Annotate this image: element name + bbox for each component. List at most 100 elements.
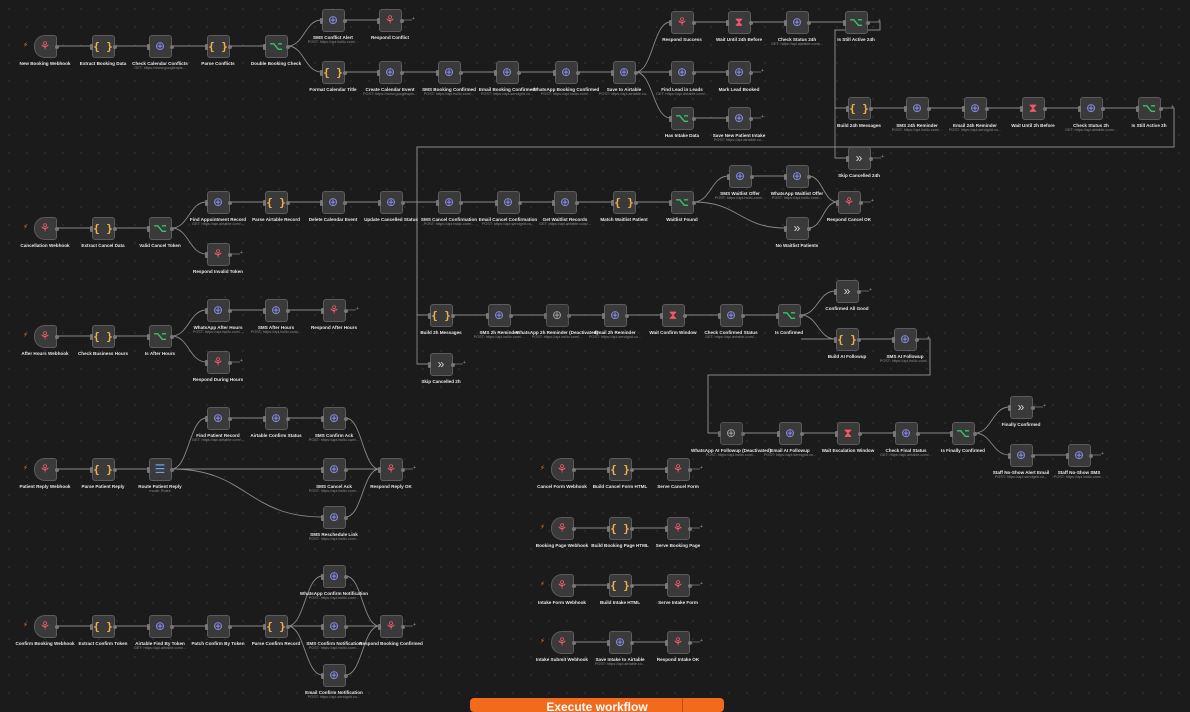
output-handle[interactable] (343, 308, 348, 313)
input-handle[interactable] (262, 415, 266, 422)
output-handle[interactable] (856, 337, 861, 342)
output-handle[interactable] (285, 200, 290, 205)
output-handle[interactable] (1100, 106, 1105, 111)
input-handle[interactable] (783, 19, 787, 26)
output-handle[interactable] (629, 583, 634, 588)
node-parse-patient-reply[interactable]: { } (89, 457, 117, 481)
node-sms-ai-followup[interactable]: ⊕ (891, 327, 919, 351)
input-handle[interactable] (89, 333, 93, 340)
node-route-patient-reply[interactable]: ☰ (146, 457, 174, 481)
input-handle[interactable] (1007, 404, 1011, 411)
node-respond-success[interactable]: ⚘ (668, 10, 696, 34)
node-skip-cancelled-2h[interactable]: » (427, 352, 455, 376)
output-handle[interactable] (687, 467, 692, 472)
output-handle[interactable] (571, 640, 576, 645)
node-build-cancel-form-html[interactable]: { } (606, 457, 634, 481)
output-handle[interactable] (799, 431, 804, 436)
input-handle[interactable] (427, 312, 431, 319)
output-handle[interactable] (566, 313, 571, 318)
node-respond-booking-confirmed[interactable]: ⚘ (377, 614, 405, 638)
input-handle[interactable] (320, 307, 324, 314)
input-handle[interactable] (319, 199, 323, 206)
input-handle[interactable] (435, 199, 439, 206)
execute-workflow-button[interactable]: Execute workflow (470, 698, 724, 712)
input-handle[interactable] (262, 199, 266, 206)
input-handle[interactable] (776, 430, 780, 437)
connection-n41-n42[interactable] (693, 175, 729, 203)
output-handle[interactable] (285, 624, 290, 629)
connection-n31-n32[interactable] (171, 201, 207, 229)
node-build-24h-messages[interactable]: { } (845, 96, 873, 120)
node-check-confirmed-status[interactable]: ⊕ (717, 303, 745, 327)
node-find-lead-in-leads[interactable]: ⊕ (668, 60, 696, 84)
output-handle[interactable] (748, 70, 753, 75)
output-handle[interactable] (285, 44, 290, 49)
output-handle[interactable] (458, 70, 463, 75)
connection-n41-n45[interactable] (693, 201, 786, 229)
input-handle[interactable] (668, 115, 672, 122)
node-no-waitlist-patients[interactable]: » (783, 216, 811, 240)
output-handle[interactable] (54, 44, 59, 49)
output-handle[interactable] (227, 416, 232, 421)
node-wait-confirm-window[interactable]: ⧗ (659, 303, 687, 327)
node-find-patient-record[interactable]: ⊕ (204, 406, 232, 430)
output-handle[interactable] (687, 526, 692, 531)
input-handle[interactable] (485, 312, 489, 319)
output-handle[interactable] (450, 313, 455, 318)
node-staff-no-show-alert-email[interactable]: ⊕ (1007, 443, 1035, 467)
output-handle[interactable] (633, 70, 638, 75)
output-handle[interactable] (574, 200, 579, 205)
connection-long-2[interactable] (416, 107, 1175, 316)
input-handle[interactable] (961, 105, 965, 112)
node-create-calendar-event[interactable]: ⊕ (376, 60, 404, 84)
input-handle[interactable] (1065, 452, 1069, 459)
output-handle[interactable] (629, 640, 634, 645)
output-handle[interactable] (984, 106, 989, 111)
input-handle[interactable] (835, 199, 839, 206)
add-node-plus-icon[interactable]: + (871, 198, 874, 204)
node-cancellation-webhook[interactable]: ⚘ (33, 216, 59, 240)
output-handle[interactable] (1158, 106, 1163, 111)
output-handle[interactable] (857, 431, 862, 436)
output-handle[interactable] (169, 467, 174, 472)
output-handle[interactable] (508, 313, 513, 318)
input-handle[interactable] (320, 466, 324, 473)
connection-n59-n61[interactable] (800, 314, 836, 340)
input-handle[interactable] (610, 69, 614, 76)
add-node-plus-icon[interactable]: + (700, 638, 703, 644)
output-handle[interactable] (914, 337, 919, 342)
connection-long-3[interactable] (416, 107, 1175, 365)
node-wait-until-2h-before[interactable]: ⧗ (1019, 96, 1047, 120)
connection-long-5[interactable] (707, 338, 931, 434)
input-handle[interactable] (320, 415, 324, 422)
node-sms-after-hours[interactable]: ⊕ (262, 298, 290, 322)
input-handle[interactable] (845, 105, 849, 112)
node-email-ai-followup[interactable]: ⊕ (776, 421, 804, 445)
node-format-calendar-title[interactable]: { } (319, 60, 347, 84)
node-confirmed-all-good[interactable]: » (833, 279, 861, 303)
connection-n74-n75[interactable] (171, 417, 207, 470)
input-handle[interactable] (320, 514, 324, 521)
input-handle[interactable] (204, 307, 208, 314)
node-save-to-airtable[interactable]: ⊕ (610, 60, 638, 84)
node-check-calendar-conflicts[interactable]: ⊕ (146, 34, 174, 58)
input-handle[interactable] (606, 582, 610, 589)
node-is-finally-confirmed[interactable]: ⌥ (949, 421, 977, 445)
add-node-plus-icon[interactable]: + (761, 68, 764, 74)
output-handle[interactable] (798, 313, 803, 318)
node-valid-cancel-token[interactable]: ⌥ (146, 216, 174, 240)
output-handle[interactable] (343, 574, 348, 579)
input-handle[interactable] (610, 199, 614, 206)
input-handle[interactable] (89, 623, 93, 630)
output-handle[interactable] (629, 526, 634, 531)
input-handle[interactable] (319, 69, 323, 76)
output-handle[interactable] (575, 70, 580, 75)
input-handle[interactable] (783, 225, 787, 232)
output-handle[interactable] (691, 20, 696, 25)
output-handle[interactable] (399, 18, 404, 23)
input-handle[interactable] (664, 525, 668, 532)
node-respond-during-hours[interactable]: ⚘ (204, 350, 232, 374)
output-handle[interactable] (691, 70, 696, 75)
node-skip-cancelled-24h[interactable]: » (845, 146, 873, 170)
